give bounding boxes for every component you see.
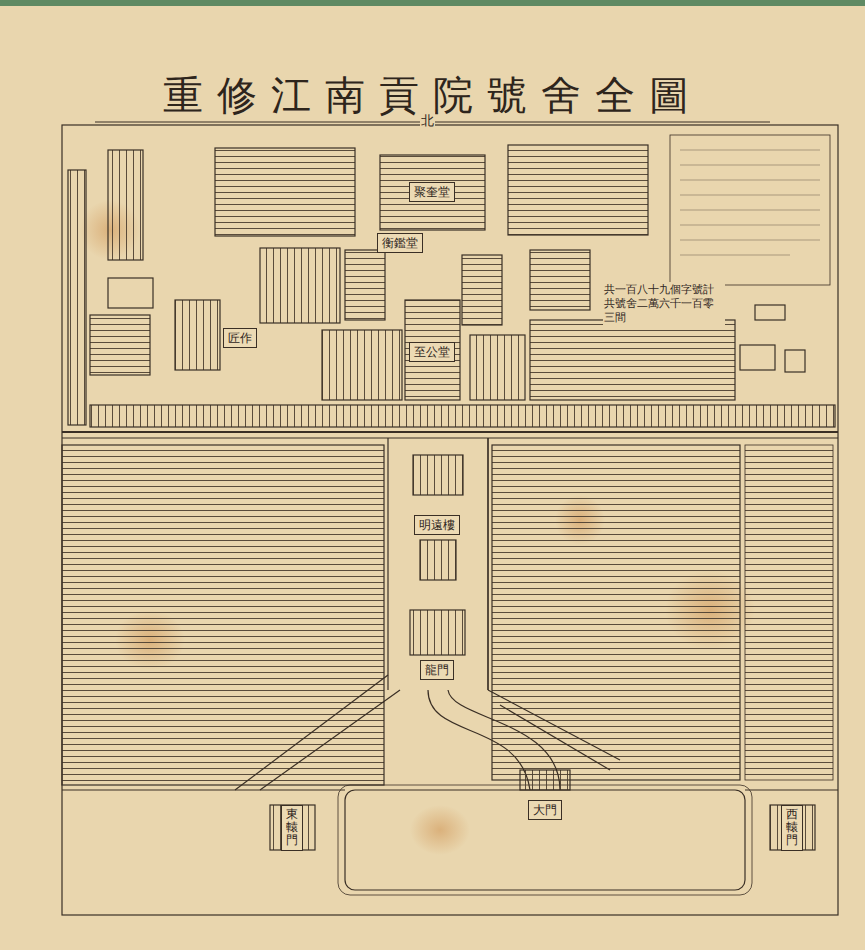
building-label: 東轅門 [281,805,303,851]
building-name: 西轅門 [786,808,798,848]
building-label: 明遠樓 [414,515,460,535]
building-label: 衡鑑堂 [377,233,423,253]
building-name: 龍門 [425,663,449,677]
building-name: 聚奎堂 [414,185,450,199]
building-name: 大門 [533,803,557,817]
building-name: 明遠樓 [419,518,455,532]
building-name: 匠作 [228,331,252,345]
note-text: 共一百八十九個字號計共號舍二萬六千一百零三間 [603,282,725,325]
building-name: 衡鑑堂 [382,236,418,250]
building-label: 至公堂 [409,342,455,362]
building-label: 西轅門 [781,805,803,851]
building-label: 匠作 [223,328,257,348]
building-name: 東轅門 [286,808,298,848]
building-name: 至公堂 [414,345,450,359]
building-label: 龍門 [420,660,454,680]
building-label: 聚奎堂 [409,182,455,202]
building-label: 大門 [528,800,562,820]
north-marker: 北 [420,112,435,130]
